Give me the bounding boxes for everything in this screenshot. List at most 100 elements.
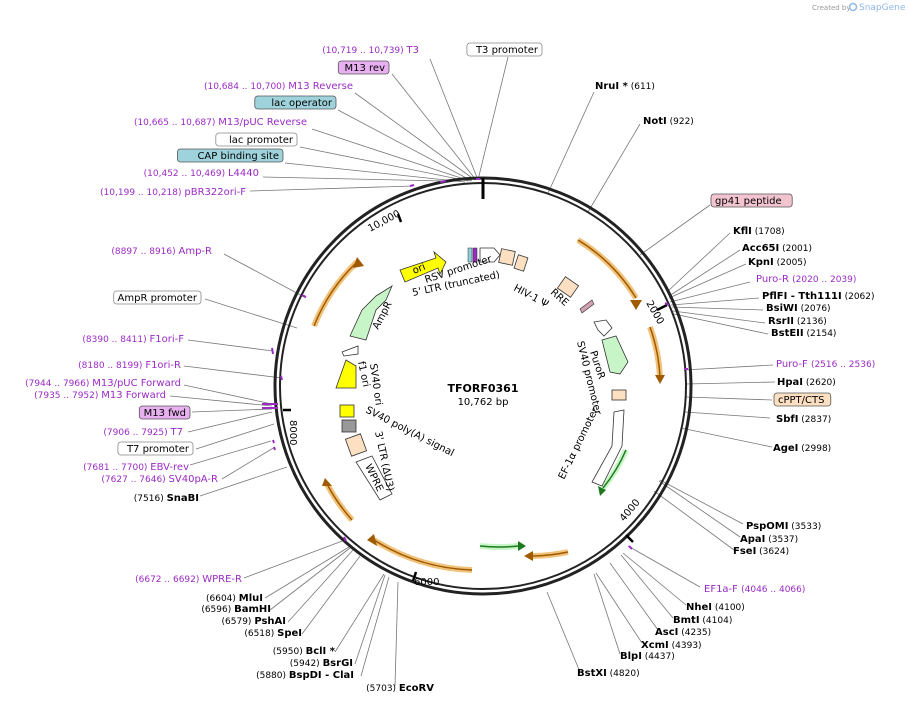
feature-label-gp41-peptide: gp41 peptide [715, 196, 782, 207]
enzyme-position: (3624) [756, 547, 789, 557]
enzyme-label-pshai: (6579) PshAI [222, 616, 286, 627]
enzyme-label-snabi: (7516) SnaBI [134, 493, 199, 504]
snapgene-logo-icon [848, 2, 858, 12]
feature-label-m13-fwd: M13 fwd [144, 408, 186, 419]
primer-label-amp-r: (8897 .. 8916) Amp-R [111, 246, 212, 257]
primer-label-puro-f: Puro-F (2516 .. 2536) [776, 359, 875, 370]
enzyme-position: (2136) [794, 317, 827, 327]
enzyme-name-extra: - Tth111I [787, 291, 841, 302]
enzyme-label-kpni: KpnI (2005) [748, 257, 807, 268]
primer-name: F1ori-F [150, 334, 185, 345]
label-f1-ori: f1 ori [355, 360, 371, 388]
enzyme-name: AgeI [773, 443, 798, 454]
enzyme-position: (5703) [366, 684, 399, 694]
box-cppt-cts [773, 392, 832, 407]
enzyme-position: (5880) [256, 671, 289, 681]
enzyme-name: BstXI [577, 668, 607, 679]
enzyme-position: (3537) [765, 535, 798, 545]
enzyme-name: XcmI [641, 640, 669, 651]
feature-label-cppt-cts: cPPT/CTS [778, 395, 824, 406]
tick-label-2000: 2000 [643, 299, 665, 327]
enzyme-name: BmtI [673, 615, 700, 626]
primer-range: (2020 .. 2039) [792, 275, 856, 285]
enzyme-label-bsiwi: BsiWI (2076) [766, 303, 831, 314]
enzyme-label-hpai: HpaI (2620) [777, 377, 836, 388]
enzyme-name: NruI * [595, 81, 629, 92]
primer-name: EF1a-F [704, 584, 741, 595]
enzyme-name: SnaBI [167, 493, 199, 504]
enzyme-name: BstEII [771, 328, 804, 339]
enzyme-position: (5942) [290, 659, 323, 669]
tick-label-6000: 6000 [414, 577, 439, 588]
enzyme-label-bcli: (5950) BclI * [273, 646, 336, 657]
primer-name: M13/pUC Forward [92, 378, 181, 389]
enzyme-name: BsrGI [323, 658, 353, 669]
enzyme-label-bspdi: (5880) BspDI - ClaI [256, 670, 354, 681]
enzyme-position: (4100) [712, 603, 745, 613]
enzyme-position: (6596) [201, 605, 234, 615]
box-t7-promoter [117, 441, 194, 456]
enzyme-position: (2062) [842, 292, 875, 302]
primer-label-wpre-r: (6672 .. 6692) WPRE-R [135, 574, 242, 585]
primer-name: SV40pA-R [169, 474, 218, 485]
primer-range: (10,665 .. 10,687) [134, 118, 218, 128]
enzyme-position: (6604) [206, 594, 239, 604]
enzyme-position: (6518) [244, 629, 277, 639]
primer-label-m13-puc-forward: (7944 .. 7966) M13/pUC Forward [25, 378, 181, 389]
label-hiv1-psi: HIV-1 Ψ [512, 283, 551, 310]
enzyme-label-nrui: NruI * (611) [595, 81, 655, 92]
primer-range: (7627 .. 7646) [101, 475, 168, 485]
enzyme-label-xcmi: XcmI (4393) [641, 640, 702, 651]
feature-label-lac-promoter: lac promoter [229, 135, 294, 146]
primer-name: Puro-R [756, 274, 792, 285]
enzyme-position: (1708) [752, 227, 785, 237]
enzyme-name: BspDI [289, 670, 322, 681]
tick-marks [283, 213, 668, 582]
primer-range: (6672 .. 6692) [135, 575, 202, 585]
primer-label-sv40pa-r: (7627 .. 7646) SV40pA-R [101, 474, 218, 485]
primer-range: (10,719 .. 10,739) [322, 46, 406, 56]
enzyme-name: FseI [733, 546, 756, 557]
enzyme-position: (4820) [607, 669, 640, 679]
enzyme-position: (922) [667, 117, 694, 127]
box-m13-fwd [138, 405, 191, 420]
enzyme-label-mlui: (6604) MluI [206, 593, 263, 604]
primer-range: (8897 .. 8916) [111, 247, 178, 257]
enzyme-label-apai: ApaI (3537) [740, 534, 798, 545]
box-t3-promoter [466, 42, 543, 57]
primer-name: pBR322ori-F [184, 187, 246, 198]
green-arrowheads [518, 486, 606, 551]
feature-label-t7-promoter: T7 promoter [126, 444, 190, 455]
enzyme-name: HpaI [777, 377, 803, 388]
feature-label-ampr-promoter: AmpR promoter [118, 293, 198, 304]
enzyme-name: ApaI [740, 534, 765, 545]
enzyme-name: SpeI [277, 628, 302, 639]
label-ori: ori [411, 262, 427, 277]
primer-name: T3 [406, 45, 419, 56]
primer-range: (7681 .. 7700) [83, 463, 150, 473]
enzyme-label-nhei: NheI (4100) [686, 602, 745, 613]
primer-name: Puro-F [776, 359, 811, 370]
enzyme-position: (4393) [669, 641, 702, 651]
primer-name: F1ori-R [145, 360, 181, 371]
primer-label-puro-r: Puro-R (2020 .. 2039) [756, 274, 856, 285]
enzyme-name: PflFI [762, 291, 787, 302]
feature-label-m13-rev: M13 rev [345, 63, 386, 74]
primer-label-m13-reverse: (10,684 .. 10,700) M13 Reverse [204, 81, 353, 92]
inner-features [335, 247, 629, 501]
enzyme-label-rsrii: RsrII (2136) [768, 316, 827, 327]
enzyme-position: (2998) [798, 444, 831, 454]
primer-name: M13 Reverse [288, 81, 353, 92]
enzyme-label-pspomi: PspOMI (3533) [746, 521, 821, 532]
feature-label-t3-promoter: T3 promoter [475, 45, 539, 56]
enzyme-position: (4235) [678, 628, 711, 638]
plasmid-size: 10,762 bp [458, 397, 509, 408]
enzyme-name: BamHI [234, 604, 271, 615]
enzyme-name: PshAI [254, 616, 286, 627]
enzyme-label-bsteii: BstEII (2154) [771, 328, 836, 339]
primer-name: Amp-R [179, 246, 213, 257]
tick-label-4000: 4000 [618, 497, 643, 524]
enzyme-label-pflfi: PflFI - Tth111I (2062) [762, 291, 875, 302]
